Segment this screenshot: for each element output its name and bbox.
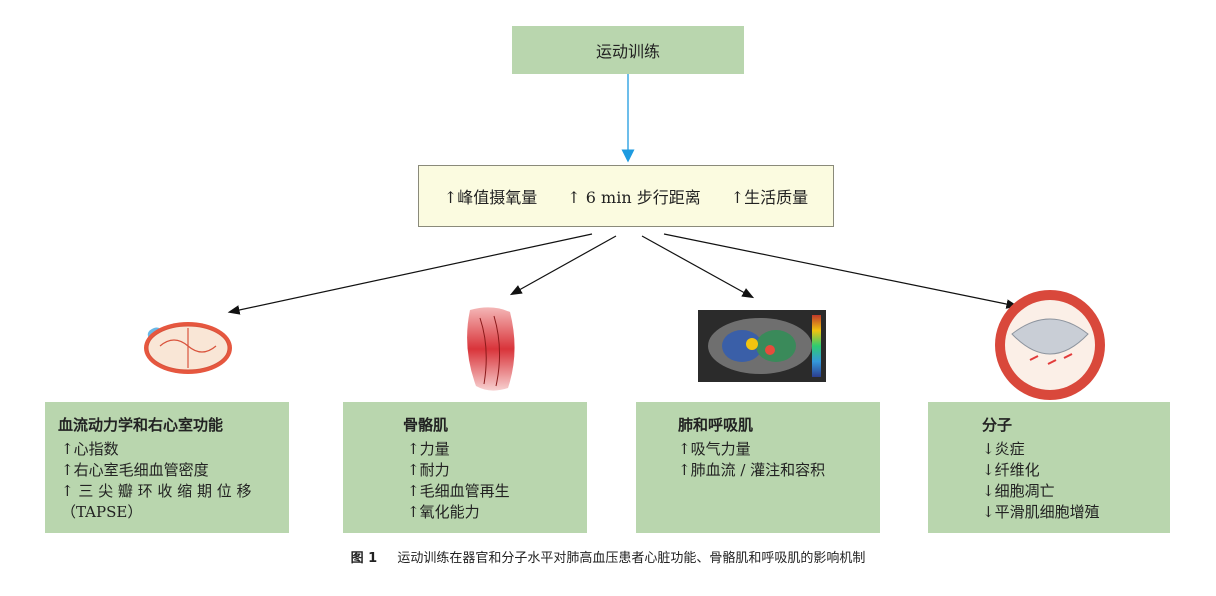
lung-respiratory-box: 肺和呼吸肌 ↑吸气力量 ↑肺血流 / 灌注和容积: [636, 402, 880, 533]
arrow-to-skeletal-muscle: [509, 235, 617, 296]
arrow-to-hemodynamics: [227, 233, 593, 315]
outcome-6mwd: ↑ 6 min 步行距离: [567, 188, 701, 207]
molecular-box: 分子 ↓炎症 ↓纤维化 ↓细胞凋亡 ↓平滑肌细胞增殖: [928, 402, 1170, 533]
heart-icon: [144, 322, 232, 374]
lung-respiratory-item: ↑肺血流 / 灌注和容积: [678, 461, 826, 479]
figure-caption: 图 1 运动训练在器官和分子水平对肺高血压患者心脏功能、骨骼肌和呼吸肌的影响机制: [0, 547, 1216, 566]
hemodynamics-item: （TAPSE）: [61, 503, 143, 521]
hemodynamics-box: 血流动力学和右心室功能 ↑心指数 ↑右心室毛细血管密度 ↑ 三 尖 瓣 环 收 …: [45, 402, 289, 533]
skeletal-muscle-box: 骨骼肌 ↑力量 ↑耐力 ↑毛细血管再生 ↑氧化能力: [343, 402, 587, 533]
hemodynamics-item: ↑ 三 尖 瓣 环 收 缩 期 位 移: [61, 482, 252, 500]
skeletal-muscle-item: ↑氧化能力: [407, 503, 480, 521]
lung-ct-icon: [698, 310, 826, 382]
figure-caption-text: 运动训练在器官和分子水平对肺高血压患者心脏功能、骨骼肌和呼吸肌的影响机制: [397, 551, 866, 566]
arrow-to-molecular: [663, 233, 1019, 309]
skeletal-muscle-item: ↑力量: [407, 440, 450, 458]
molecular-item: ↓炎症: [982, 440, 1025, 458]
molecular-item: ↓纤维化: [982, 461, 1040, 479]
molecular-item: ↓细胞凋亡: [982, 482, 1055, 500]
vessel-icon: [995, 290, 1105, 400]
figure-label: 图 1: [350, 551, 378, 566]
skeletal-muscle-title: 骨骼肌: [403, 416, 449, 434]
arrow-to-lung: [641, 235, 755, 299]
hemodynamics-item: ↑右心室毛细血管密度: [61, 461, 209, 479]
lung-respiratory-item: ↑吸气力量: [678, 440, 751, 458]
hemodynamics-item: ↑心指数: [61, 440, 119, 458]
lung-respiratory-title: 肺和呼吸肌: [678, 416, 754, 434]
outcome-quality-of-life: ↑生活质量: [730, 188, 809, 207]
outcomes-box: ↑峰值摄氧量 ↑ 6 min 步行距离 ↑生活质量: [418, 165, 834, 227]
outcome-peak-vo2: ↑峰值摄氧量: [443, 188, 538, 207]
molecular-title: 分子: [982, 416, 1013, 434]
skeletal-muscle-item: ↑耐力: [407, 461, 450, 479]
exercise-training-label: 运动训练: [595, 42, 660, 61]
exercise-training-box: 运动训练: [512, 26, 744, 74]
molecular-item: ↓平滑肌细胞增殖: [982, 503, 1100, 521]
skeletal-muscle-icon: [467, 307, 515, 391]
hemodynamics-title: 血流动力学和右心室功能: [58, 416, 224, 434]
skeletal-muscle-item: ↑毛细血管再生: [407, 482, 510, 500]
